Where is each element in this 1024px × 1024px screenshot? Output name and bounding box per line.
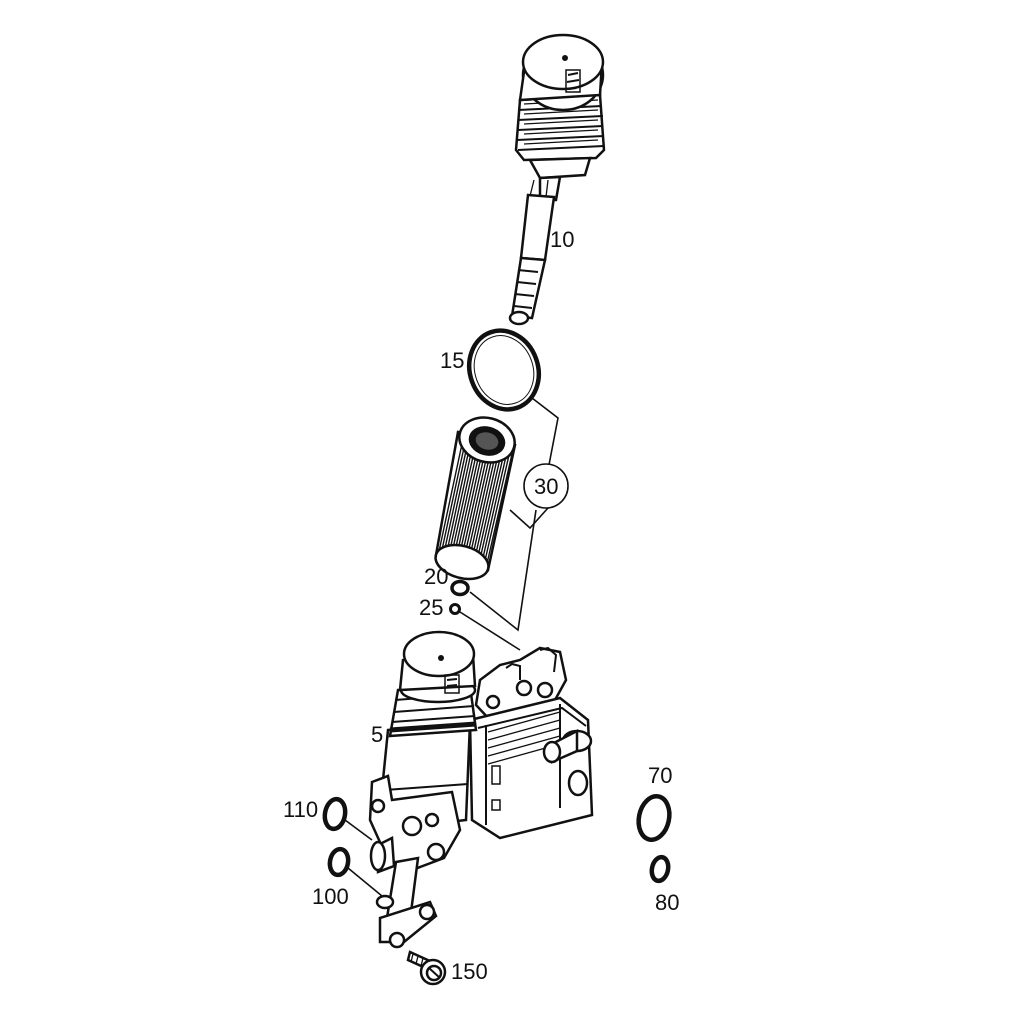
filter-element (434, 416, 517, 581)
seal-ring-110 (322, 796, 373, 841)
callout-5: 5 (371, 722, 383, 747)
large-o-ring (466, 328, 542, 412)
callout-80: 80 (655, 890, 679, 915)
callout-20: 20 (424, 564, 448, 589)
callout-30: 30 (534, 474, 558, 499)
oil-filter-housing (368, 630, 594, 949)
callout-70: 70 (648, 763, 672, 788)
seal-ring-100 (327, 846, 383, 897)
bolt (406, 950, 447, 986)
callout-25: 25 (419, 595, 443, 620)
seal-ring-70 (636, 794, 672, 842)
filter-cap-with-stick (508, 33, 606, 326)
callout-100: 100 (312, 884, 349, 909)
seal-ring-80 (649, 854, 671, 884)
small-o-ring-25 (449, 603, 461, 615)
callout-15: 15 (440, 348, 464, 373)
filter-kit-leader-lines (459, 397, 569, 651)
callout-10: 10 (550, 227, 574, 252)
kit-callout-circle (523, 463, 569, 509)
small-o-ring-20 (450, 579, 470, 597)
callout-110: 110 (283, 797, 318, 822)
callout-150: 150 (451, 959, 488, 984)
